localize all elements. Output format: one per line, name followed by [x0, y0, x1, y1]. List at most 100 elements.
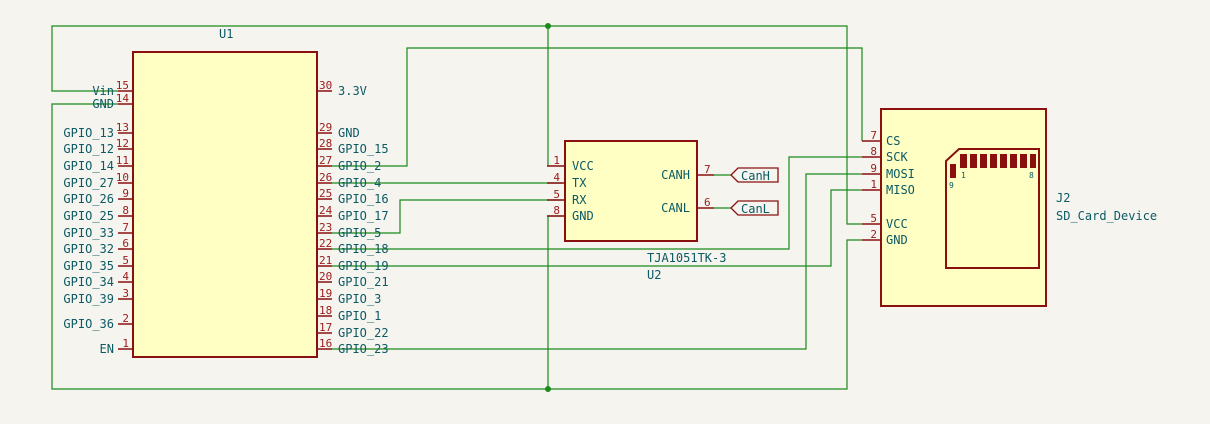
- pin-name-gpio-36: GPIO_36: [63, 317, 114, 331]
- pin-name-gpio-14: GPIO_14: [63, 159, 114, 173]
- pin-name-sck: SCK: [886, 150, 908, 164]
- pin-name-vin: Vin: [92, 84, 114, 98]
- wire-gpio18-sck: [332, 156, 862, 250]
- u1-reference: U1: [219, 27, 233, 41]
- label-canh[interactable]: CanH: [730, 167, 779, 183]
- pin-name-canh: CANH: [661, 168, 690, 182]
- junction-bottom: [545, 386, 551, 392]
- pin-number: 16: [319, 337, 332, 350]
- pin-number: 7: [704, 163, 711, 176]
- u1-pin-23[interactable]: 23 GPIO_5: [317, 221, 381, 240]
- pin-number: 8: [553, 204, 560, 217]
- pin-name-gpio-4: GPIO_4: [338, 176, 381, 190]
- pin-name-gpio-23: GPIO_23: [338, 342, 389, 356]
- u1-pin-27[interactable]: 27 GPIO_2: [317, 154, 381, 173]
- pin-name-gpio-39: GPIO_39: [63, 292, 114, 306]
- u2-reference: U2: [647, 268, 661, 282]
- pin-number: 23: [319, 221, 332, 234]
- pin-name-vcc: VCC: [572, 159, 594, 173]
- u1-body: [132, 51, 318, 358]
- pin-name-gpio-5: GPIO_5: [338, 226, 381, 240]
- pin-number: 6: [704, 196, 711, 209]
- pin-name-gpio-27: GPIO_27: [63, 176, 114, 190]
- u1-pin-22[interactable]: 22 GPIO_18: [317, 237, 389, 256]
- pin-name-gpio-17: GPIO_17: [338, 209, 389, 223]
- u2-pin-7[interactable]: 7 CANH: [661, 163, 714, 182]
- label-canh-text: CanH: [741, 169, 770, 183]
- wire-u2-gnd: [547, 215, 562, 389]
- wires: [51, 23, 863, 392]
- pin-name-gpio-35: GPIO_35: [63, 259, 114, 273]
- pin-name-gpio-13: GPIO_13: [63, 126, 114, 140]
- component-u1[interactable]: U1 15Vin14GND13GPIO_1312GPIO_1211GPIO_14…: [63, 27, 389, 358]
- wire-vin-net: [51, 25, 862, 225]
- u1-pin-1[interactable]: 1EN: [100, 337, 133, 356]
- u1-pin-6[interactable]: 6 GPIO_32: [63, 237, 133, 256]
- pin-name-vcc: VCC: [886, 217, 908, 231]
- pin-number: 26: [319, 171, 332, 184]
- pin-number: 14: [116, 92, 130, 105]
- u1-pin-26[interactable]: 26 GPIO_4: [317, 171, 381, 190]
- wire-gnd-net: [51, 103, 862, 390]
- label-canl[interactable]: CanL: [730, 200, 779, 216]
- j2-body: [880, 108, 1047, 307]
- pin-number: 22: [319, 237, 332, 250]
- u2-value: TJA1051TK-3: [647, 251, 726, 265]
- pin-name-gpio-1: GPIO_1: [338, 309, 381, 323]
- pin-name-gpio-2: GPIO_2: [338, 159, 381, 173]
- pin-number: 25: [319, 187, 332, 200]
- pin-name-gpio-33: GPIO_33: [63, 226, 114, 240]
- pin-name-gnd: GND: [338, 126, 360, 140]
- j2-pin-8[interactable]: 8 SCK: [862, 145, 908, 164]
- pin-name-cs: CS: [886, 134, 900, 148]
- pin-number: 20: [319, 270, 332, 283]
- pin-number: 8: [870, 145, 877, 158]
- pin-number: 27: [319, 154, 332, 167]
- pin-number: 30: [319, 79, 332, 92]
- pin-number: 9: [122, 187, 129, 200]
- u1-pin-16[interactable]: 16 GPIO_23: [317, 337, 389, 356]
- pin-number: 6: [122, 237, 129, 250]
- pin-name-gpio-32: GPIO_32: [63, 242, 114, 256]
- pin-name-gpio-18: GPIO_18: [338, 242, 389, 256]
